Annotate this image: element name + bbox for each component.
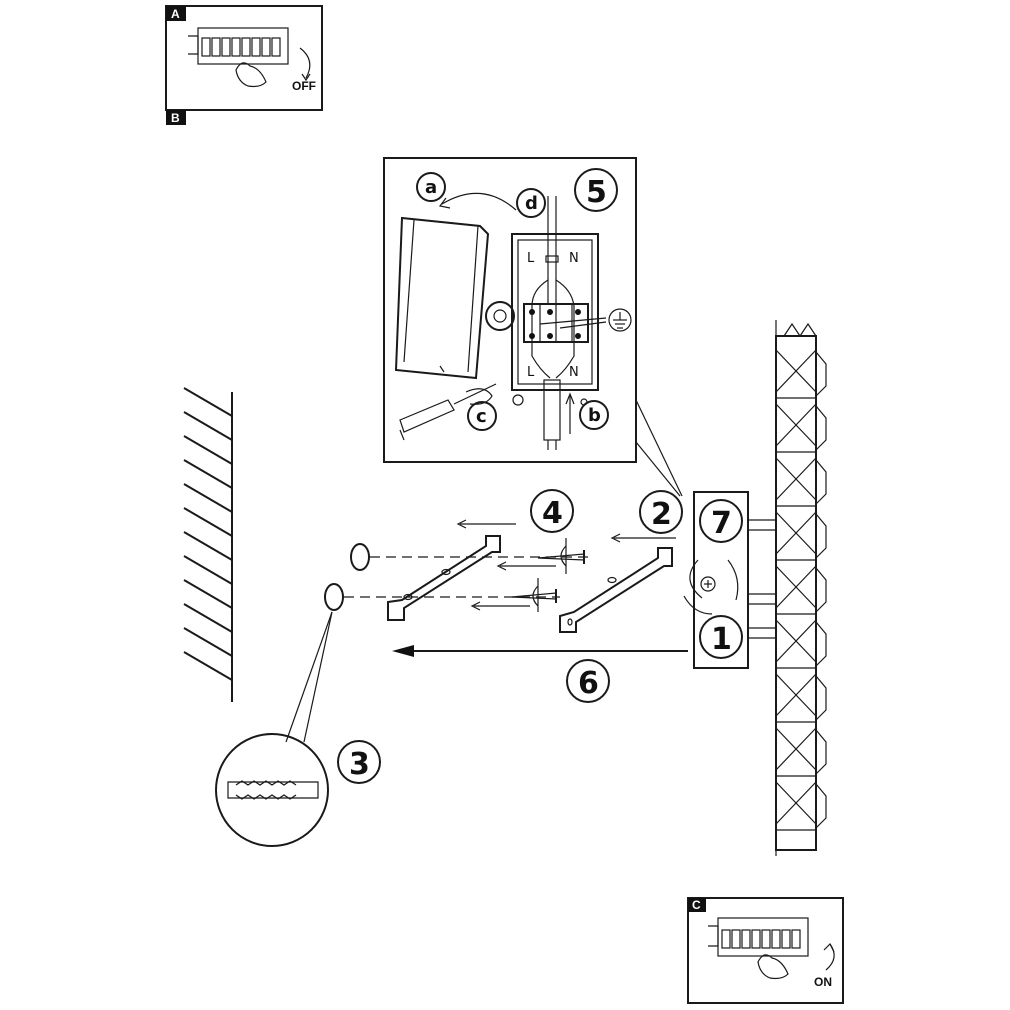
step-3-label: 3: [349, 747, 370, 782]
wiring-detail-panel: a L N: [383, 157, 683, 497]
wall-anchor-detail: 3: [215, 611, 381, 847]
bracket-step-2: 2: [559, 490, 683, 633]
label-c: c: [476, 406, 487, 427]
panel-c-letter: C: [692, 898, 701, 912]
terminal-l-top: L: [527, 251, 535, 266]
label-b: b: [588, 405, 601, 426]
switch-arrow-on-icon: [825, 943, 835, 971]
switch-arrow-icon: [299, 47, 311, 79]
panel-b-letter: B: [171, 111, 180, 125]
ground-icon: [608, 308, 632, 332]
lamp-backplate: 7 1: [683, 491, 776, 669]
screwdriver-icon: [399, 399, 455, 433]
label-a: a: [425, 177, 437, 198]
step-6-arrow: 6: [392, 645, 688, 703]
wall-icon: [183, 387, 233, 702]
terminal-n-bottom: N: [569, 365, 579, 380]
screw-head-icon: [700, 576, 716, 592]
breaker-switches-on-icon: [721, 929, 801, 949]
hand-icon: [235, 62, 267, 88]
step-1-label: 1: [711, 622, 732, 657]
breaker-panel-off: A B OFF: [165, 5, 323, 125]
terminal-l-bottom: L: [527, 365, 535, 380]
step-2-label: 2: [651, 497, 672, 532]
label-d: d: [525, 193, 538, 214]
state-on-label: ON: [814, 975, 832, 989]
drill-holes: [324, 543, 590, 611]
hand-on-icon: [757, 954, 789, 980]
breaker-panel-on: C ON: [687, 897, 844, 1004]
breaker-switches-icon: [201, 37, 281, 57]
step-6-label: 6: [578, 666, 599, 701]
cable-sleeve-icon: [543, 379, 561, 441]
step-7-label: 7: [711, 506, 732, 541]
state-off-label: OFF: [292, 79, 316, 93]
rotate-arrow-icon: [689, 559, 703, 599]
step-4-arrows: 4: [456, 489, 574, 611]
screw-icon-2: [511, 578, 557, 612]
panel-a-letter: A: [171, 7, 180, 21]
crystal-lamp-icon: [775, 320, 827, 856]
step-5-label: 5: [586, 175, 607, 210]
junction-cover-icon: [394, 216, 490, 380]
step-4-label: 4: [542, 496, 563, 531]
junction-box-icon: [511, 233, 599, 391]
mounting-bracket: [387, 535, 501, 621]
terminal-n-top: N: [569, 251, 579, 266]
screw-icon-1: [537, 538, 585, 574]
